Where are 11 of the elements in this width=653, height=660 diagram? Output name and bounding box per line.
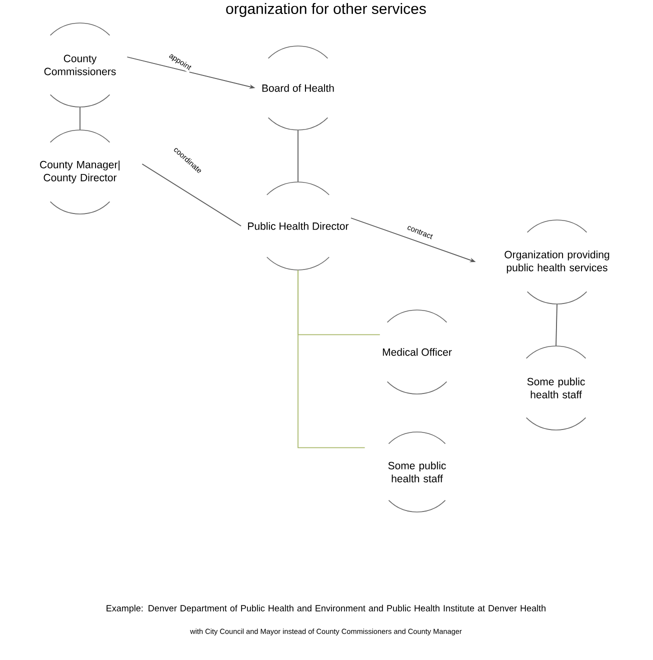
circle-node: Public Health Director xyxy=(248,182,349,270)
title: organization for other services xyxy=(226,3,426,17)
caption: Example: Denver Department of Public Health and Environment and Public Health Institute at Denver Health xyxy=(106,604,546,614)
circle-node: Medical Officer xyxy=(382,310,452,394)
circle-node: County Commissioners xyxy=(44,22,116,108)
circle-node: County Manager| County Director xyxy=(40,130,120,214)
circle-node: Organization providing public health services xyxy=(504,220,610,304)
connector xyxy=(298,270,366,448)
circle-node: Board of Health xyxy=(262,46,334,130)
connector xyxy=(556,304,558,346)
connector xyxy=(142,164,242,226)
